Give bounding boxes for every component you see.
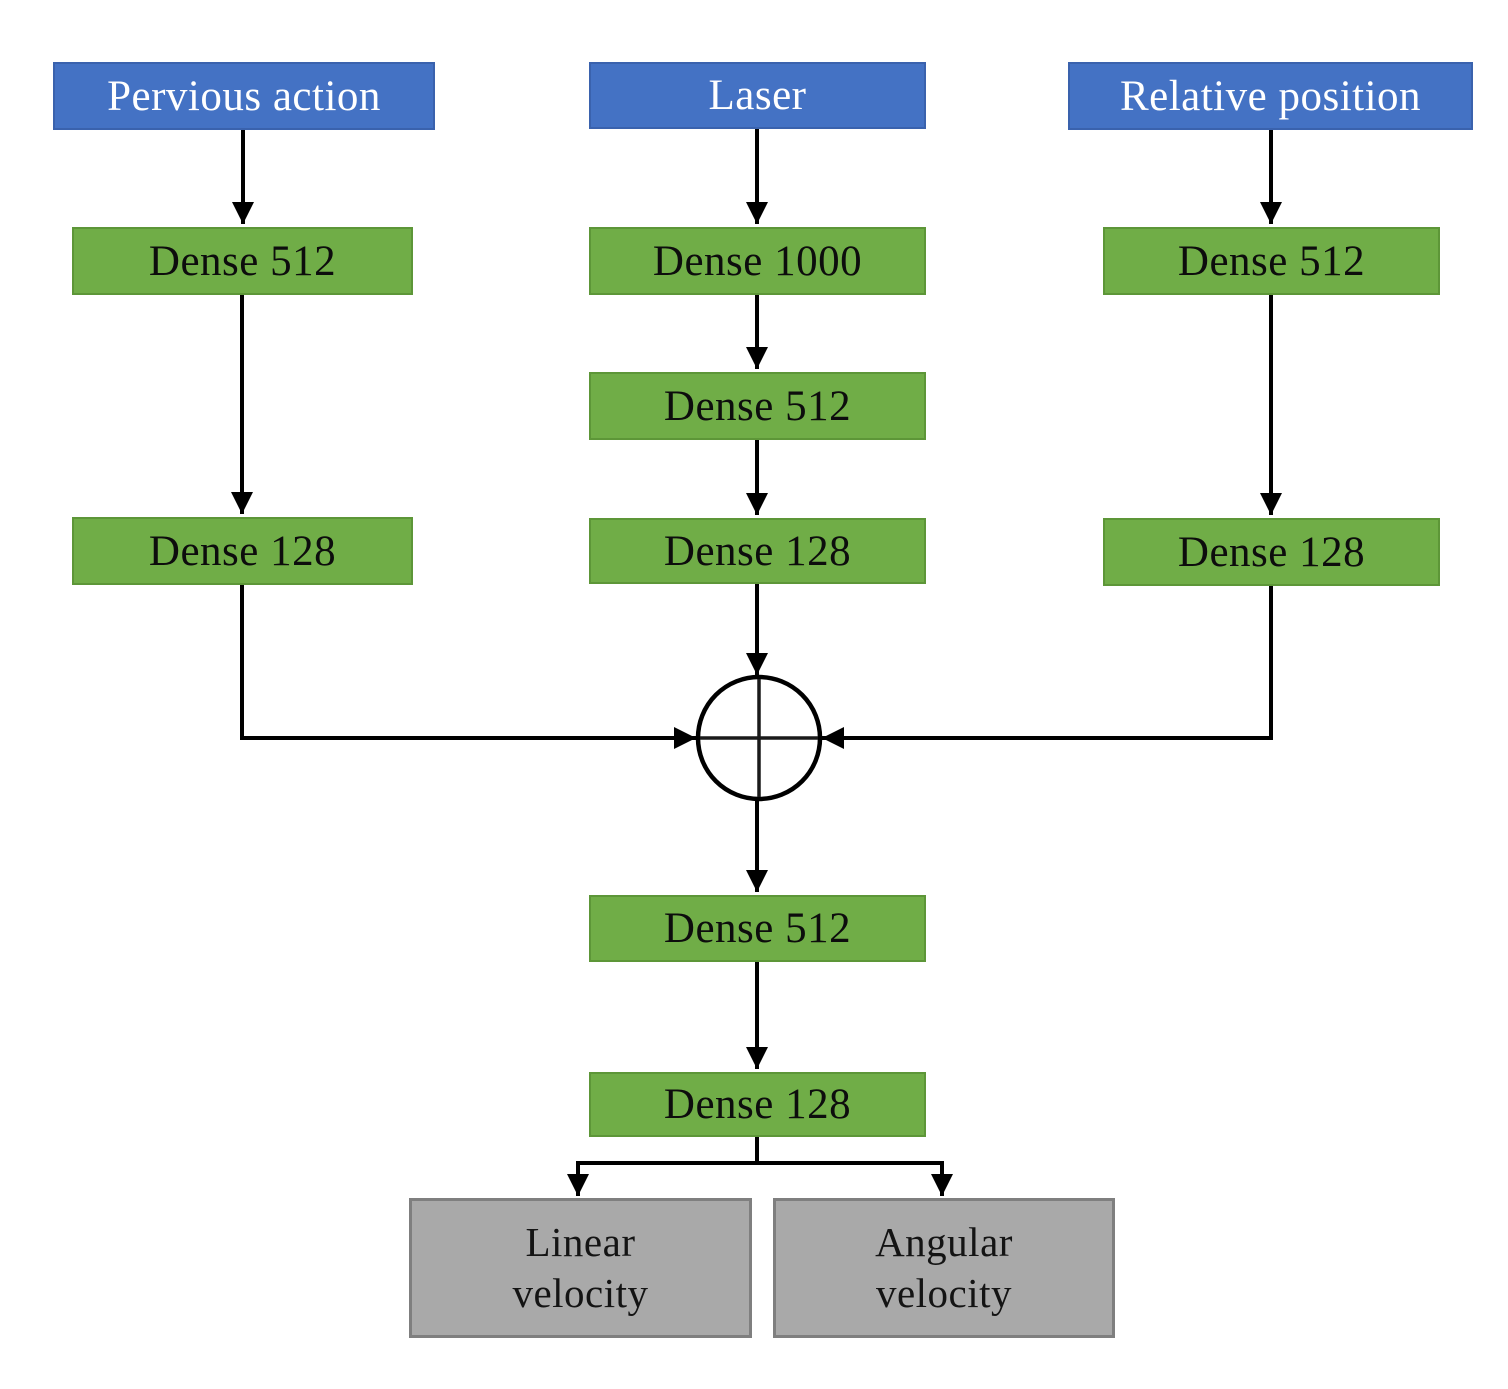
dense-layer-right-128: Dense 128	[1103, 518, 1440, 586]
input-box-relative-position: Relative position	[1068, 62, 1473, 130]
elbow-left-dense128-to-concat	[240, 585, 696, 749]
input-box-laser: Laser	[589, 62, 926, 129]
output-box-linear-velocity: Linear velocity	[409, 1198, 752, 1338]
dense-layer-trunk-128: Dense 128	[589, 1072, 926, 1137]
input-box-pervious-action: Pervious action	[53, 62, 435, 130]
dense-layer-mid-128: Dense 128	[589, 518, 926, 584]
dense-layer-mid-1000: Dense 1000	[589, 227, 926, 295]
elbow-right-dense128-to-concat	[822, 586, 1273, 749]
dense-layer-left-512: Dense 512	[72, 227, 413, 295]
circle-plus-icon	[695, 674, 823, 802]
dense-layer-left-128: Dense 128	[72, 517, 413, 585]
dense-layer-mid-512: Dense 512	[589, 372, 926, 440]
dense-layer-right-512: Dense 512	[1103, 227, 1440, 295]
output-box-angular-velocity: Angular velocity	[773, 1198, 1115, 1338]
dense-layer-trunk-512: Dense 512	[589, 895, 926, 962]
